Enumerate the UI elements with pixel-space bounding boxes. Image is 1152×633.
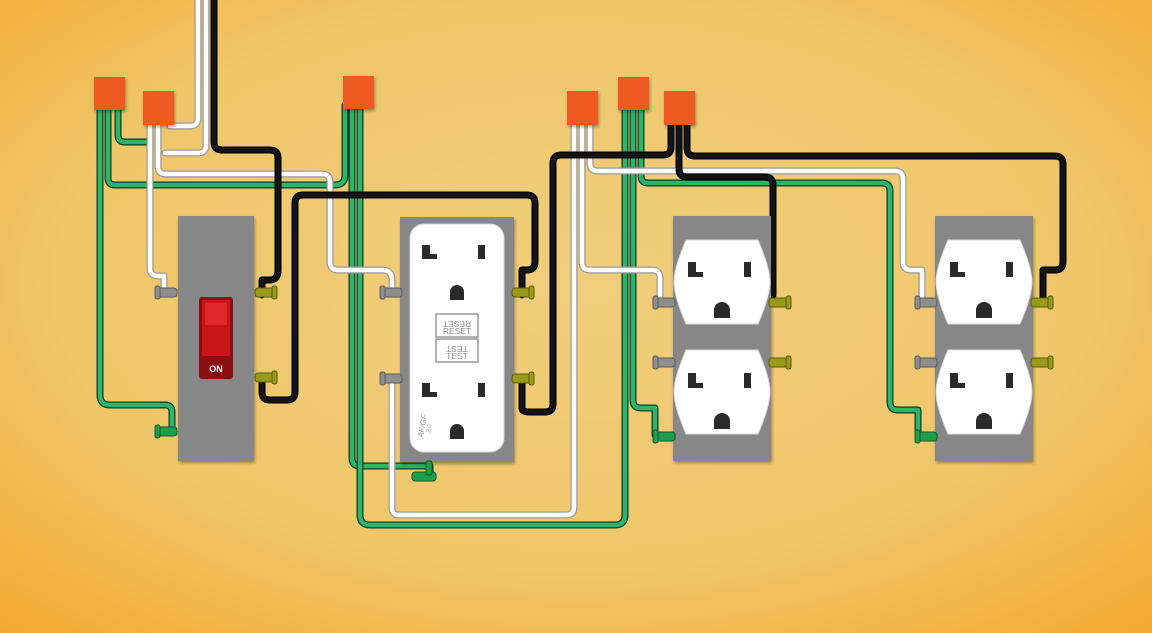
outlet1-face-lower bbox=[673, 349, 771, 435]
outlet2-slot-ground-upper bbox=[976, 302, 992, 318]
ground-wire-box1-bundle bbox=[105, 102, 348, 188]
screw-icon bbox=[914, 295, 938, 310]
hot-wire-outlet2 bbox=[684, 115, 1066, 303]
screw-icon bbox=[1030, 295, 1054, 310]
outlet2-face-lower bbox=[935, 349, 1033, 435]
gfci-slot-hot-lower bbox=[478, 383, 485, 397]
gfci-slot-ground-upper bbox=[450, 285, 464, 300]
gfci-test-button bbox=[435, 338, 479, 363]
gfci-receptacle: RESET RESET TEST TEST AF/GF 2.0 bbox=[379, 217, 535, 482]
screw-icon bbox=[254, 285, 278, 300]
screw-icon bbox=[254, 370, 278, 385]
neutral-wires bbox=[146, 0, 926, 519]
wire-nut-icon bbox=[664, 91, 695, 125]
gfci-reset-label: RESET bbox=[443, 326, 471, 336]
receptacle-icon bbox=[652, 216, 792, 461]
gfci-rating-label: 2.0 bbox=[426, 423, 434, 434]
outlet2-slot-hot-lower bbox=[1006, 373, 1013, 388]
switch-icon: ON bbox=[154, 216, 278, 461]
gfci-test-label-inverted: TEST bbox=[446, 344, 468, 354]
wire-nut-icon bbox=[343, 76, 374, 109]
hot-wire-outlet1 bbox=[676, 115, 776, 298]
screw-icon bbox=[914, 355, 938, 370]
neutral-wire-to-gfci bbox=[155, 117, 395, 295]
screw-icon bbox=[379, 285, 403, 300]
screw-icon bbox=[652, 355, 676, 370]
screw-icon bbox=[511, 285, 535, 300]
wire-nut-icon bbox=[143, 91, 174, 125]
wire-nut-icon bbox=[618, 77, 649, 110]
gfci-side-label: AF/GF bbox=[416, 412, 429, 439]
ground-wire-box1-jumper bbox=[115, 102, 153, 145]
neutral-wire-feed-2 bbox=[162, 0, 209, 156]
gfci-reset-label-inverted: RESET bbox=[443, 319, 471, 329]
screw-icon bbox=[768, 295, 792, 310]
neutral-wire-switch bbox=[147, 117, 167, 295]
ground-wires bbox=[96, 101, 922, 529]
outlet2-face-upper bbox=[935, 239, 1033, 325]
ground-wire-outlet1 bbox=[630, 102, 658, 438]
outlet1-slot-neutral-lower bbox=[688, 373, 703, 388]
outlet2-slot-ground-lower bbox=[976, 413, 992, 429]
switch-on-label: ON bbox=[209, 364, 223, 374]
outlet1-face-upper bbox=[673, 239, 771, 325]
outlet1-slot-ground-lower bbox=[714, 413, 730, 429]
screw-icon bbox=[1030, 355, 1054, 370]
ground-wire-loop bbox=[357, 102, 628, 528]
screw-icon bbox=[768, 355, 792, 370]
gfci-slot-neutral-upper bbox=[422, 245, 437, 259]
outlet1-slot-neutral-upper bbox=[688, 262, 703, 277]
switch-rocker-highlight bbox=[205, 303, 227, 325]
screw-icon bbox=[652, 429, 676, 444]
gfci-reset-button bbox=[435, 313, 479, 338]
hot-wires bbox=[210, 0, 1067, 416]
neutral-wire-outlet1 bbox=[579, 117, 663, 303]
wire-nut-icon bbox=[567, 91, 598, 125]
wire-nuts bbox=[94, 76, 695, 125]
screw-icon bbox=[379, 371, 403, 386]
outlet1-slot-ground-upper bbox=[714, 302, 730, 318]
outlet2-slot-neutral-lower bbox=[950, 373, 965, 388]
gfci-test-label: TEST bbox=[446, 351, 468, 361]
screw-icon bbox=[652, 295, 676, 310]
hot-wire-feed bbox=[211, 0, 281, 298]
wire-nut-icon bbox=[94, 77, 125, 110]
hot-wire-switch-to-gfci bbox=[259, 192, 538, 403]
screw-icon bbox=[154, 285, 178, 300]
outlet1-slot-hot-upper bbox=[744, 262, 751, 277]
gfci-slot-ground-lower bbox=[450, 424, 464, 439]
screw-icon bbox=[914, 429, 938, 444]
receptacle-icon bbox=[914, 216, 1054, 461]
outlet2-slot-hot-upper bbox=[1006, 262, 1013, 277]
ground-wire-switch bbox=[97, 102, 175, 433]
neutral-wire-outlet2 bbox=[587, 117, 925, 303]
gfci-slot-hot-upper bbox=[478, 245, 485, 259]
screw-icon bbox=[411, 460, 437, 482]
outlet2-slot-neutral-upper bbox=[950, 262, 965, 277]
screw-icon bbox=[154, 424, 178, 439]
hot-wire-gfci-load bbox=[519, 115, 674, 415]
neutral-wire-feed-1 bbox=[167, 0, 201, 129]
ground-wire-outlet2 bbox=[638, 102, 921, 438]
gfci-slot-neutral-lower bbox=[422, 383, 437, 397]
screw-icon bbox=[511, 371, 535, 386]
neutral-wire-gfci-load bbox=[389, 117, 577, 518]
outlet1-slot-hot-lower bbox=[744, 373, 751, 388]
